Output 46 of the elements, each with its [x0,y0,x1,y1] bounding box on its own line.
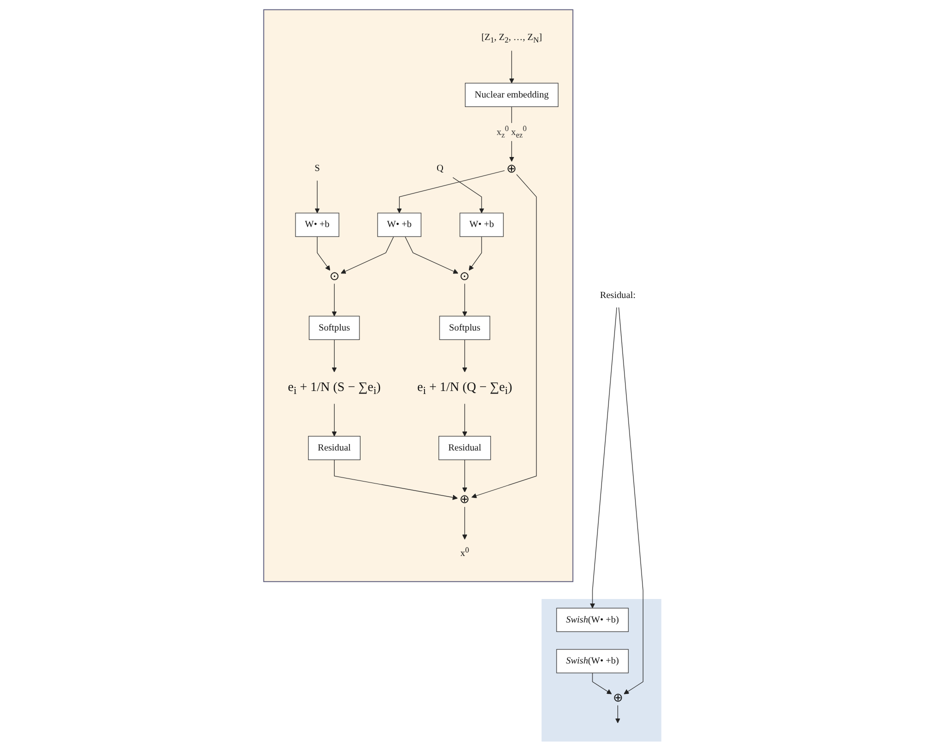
node-box: W• +b [460,212,504,237]
arrow [462,339,468,372]
node-text: e$_{i}$ + 1/N (Q − ∑e$_{i}$) [417,379,512,396]
node-text: ⊕ [612,691,623,704]
node-box: W• +b [295,212,340,237]
node-box: Residual [438,436,492,460]
arrow [404,236,458,274]
arrow [462,404,468,436]
arrow [334,460,458,500]
arrow [317,236,330,271]
node-box: Softplus [308,316,360,340]
node-box: Swish(W• +b) [556,649,629,674]
arrow [462,283,468,316]
node-text: ⊕ [506,162,517,176]
node-text: Residual: [600,290,636,300]
arrow [332,339,337,372]
arrow [452,177,484,214]
node-box: W• +b [377,212,422,237]
cluster [263,9,574,582]
arrow [314,180,320,214]
node-box: Swish(W• +b) [556,608,629,632]
arrow [340,236,394,274]
node-text: S [314,164,320,174]
node-box: Residual [308,436,361,460]
node-text: e$_{i}$ + 1/N (S − ∑e$_{i}$) [288,379,381,396]
arrow [468,236,482,271]
arrow [462,460,468,492]
node-box: Softplus [439,316,490,340]
arrow [332,404,337,436]
arrow [332,283,337,316]
node-text: ⊙ [329,270,340,283]
arrow [590,307,618,608]
node-text: ⊕ [460,493,470,506]
node-text: x$^{0}$ [460,545,470,558]
arrow [462,506,468,540]
node-text: [Z$_{1}$, Z$_{2}$, …, Z$_{N}$] [481,32,542,44]
arrow [472,174,537,498]
node-box: Nuclear embedding [465,82,559,107]
cluster [542,599,662,742]
arrow [618,307,644,694]
arrow [592,672,612,694]
arrow [509,50,514,84]
node-text: ⊙ [460,270,470,283]
node-text: Q [436,164,444,174]
arrow [615,705,620,724]
arrow [396,170,505,214]
